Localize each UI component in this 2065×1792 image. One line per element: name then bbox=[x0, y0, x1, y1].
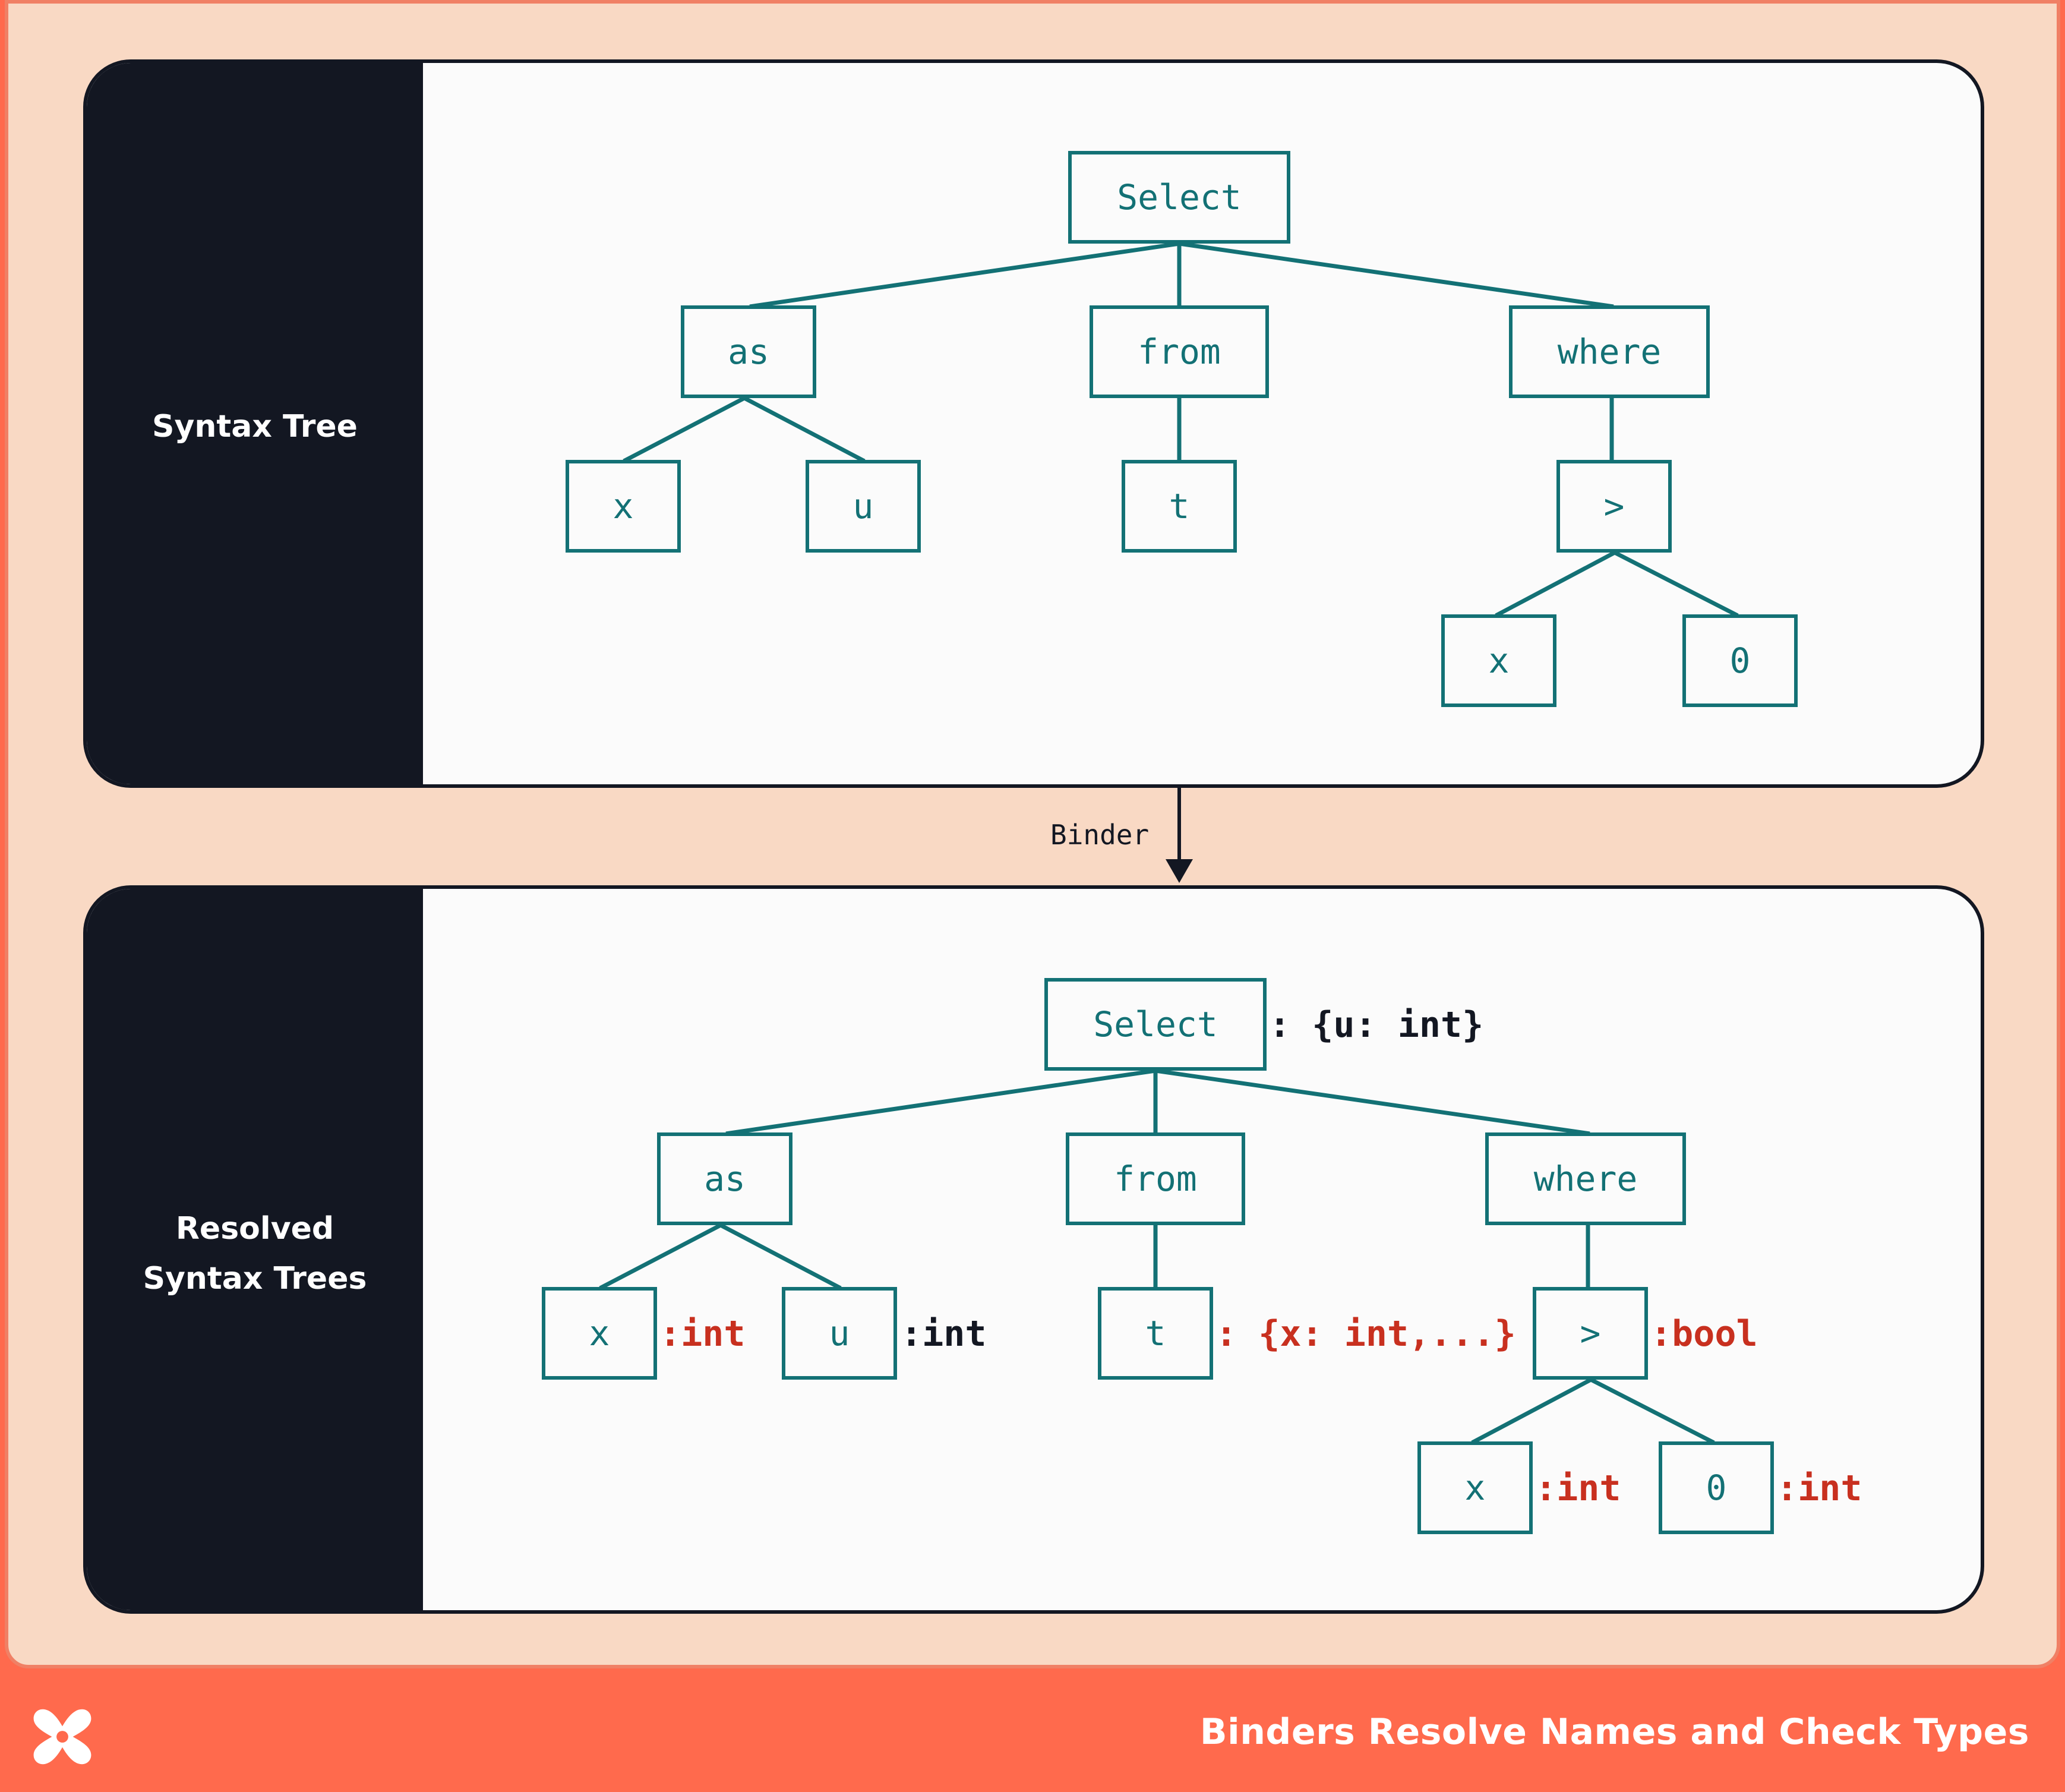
tree-node-from: from bbox=[1090, 305, 1269, 398]
type-annotation-x2: :int bbox=[1535, 1468, 1621, 1509]
edge-gt-zero bbox=[1614, 550, 1739, 618]
binder-arrow-head bbox=[1166, 859, 1193, 883]
tree-node-select: Select bbox=[1044, 978, 1267, 1071]
tree-node-x: x bbox=[542, 1287, 657, 1380]
type-annotation-x: :int bbox=[659, 1313, 746, 1355]
footer-bar: Binders Resolve Names and Check Types bbox=[0, 1668, 2065, 1792]
syntax-tree-panel: Syntax Tree bbox=[83, 59, 1984, 788]
resolved-tree-label-line1: Resolved bbox=[175, 1211, 334, 1247]
edge-as-u bbox=[719, 1223, 842, 1291]
tree-node-gt: > bbox=[1533, 1287, 1648, 1380]
edge-as-u bbox=[743, 396, 866, 463]
edge-gt-x bbox=[1471, 1377, 1592, 1445]
edge-gt-x bbox=[1495, 550, 1616, 618]
tree-node-x2: x bbox=[1441, 614, 1556, 707]
tree-node-from: from bbox=[1066, 1132, 1245, 1225]
footer-title: Binders Resolve Names and Check Types bbox=[1199, 1711, 2029, 1753]
tree-node-as: as bbox=[657, 1132, 792, 1225]
syntax-tree-label: Syntax Tree bbox=[152, 409, 358, 444]
tree-node-u: u bbox=[782, 1287, 897, 1380]
tree-node-zero: 0 bbox=[1682, 614, 1798, 707]
tree-node-gt: > bbox=[1556, 460, 1672, 553]
edge-select-where bbox=[1179, 241, 1614, 309]
tree-node-as: as bbox=[681, 305, 816, 398]
x-logo-icon bbox=[33, 1709, 91, 1765]
tree-node-t: t bbox=[1122, 460, 1237, 553]
type-annotation-t: : {x: int,...} bbox=[1215, 1313, 1516, 1355]
tree-edges bbox=[599, 241, 1739, 1445]
tree-node-x: x bbox=[566, 460, 681, 553]
type-annotation-zero: :int bbox=[1776, 1468, 1862, 1509]
type-annotation-select: : {u: int} bbox=[1269, 1004, 1484, 1046]
type-annotation-gt: :bool bbox=[1650, 1313, 1758, 1355]
edge-select-as bbox=[749, 241, 1180, 309]
resolved-tree-label-line2: Syntax Trees bbox=[143, 1261, 367, 1296]
edge-as-x bbox=[623, 396, 746, 463]
tree-node-t: t bbox=[1098, 1287, 1213, 1380]
edge-as-x bbox=[599, 1223, 722, 1291]
tree-node-u: u bbox=[806, 460, 921, 553]
tree-node-where: where bbox=[1509, 305, 1710, 398]
edge-select-as bbox=[725, 1068, 1156, 1136]
edge-select-where bbox=[1155, 1068, 1590, 1136]
binder-label: Binder bbox=[1050, 819, 1150, 851]
tree-node-x2: x bbox=[1417, 1441, 1533, 1534]
resolved-tree-sidebar bbox=[87, 889, 423, 1610]
type-annotation-u: :int bbox=[901, 1313, 987, 1355]
syntax-tree-sidebar bbox=[87, 63, 423, 784]
tree-node-zero: 0 bbox=[1659, 1441, 1774, 1534]
edge-gt-zero bbox=[1590, 1377, 1715, 1445]
tree-node-where: where bbox=[1485, 1132, 1686, 1225]
tree-node-select: Select bbox=[1068, 151, 1290, 244]
